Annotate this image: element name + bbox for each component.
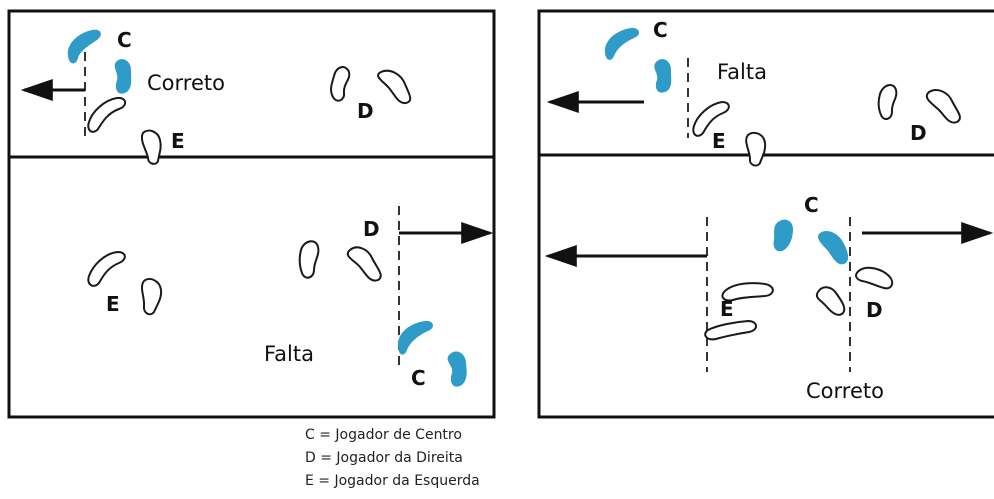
panel-bottom-right: C D E Correto xyxy=(544,193,994,403)
center-player-footprint-icon xyxy=(67,29,101,64)
left-player-footprint-icon xyxy=(721,282,774,302)
center-player-footprint-icon xyxy=(604,27,640,60)
panel-top-right: C Falta E D xyxy=(546,18,961,167)
status-label: Correto xyxy=(806,379,884,403)
right-court-border xyxy=(537,9,994,419)
right-player-label: D xyxy=(357,99,374,123)
right-player-footprint-icon xyxy=(377,69,412,105)
center-player-footprint-icon xyxy=(818,231,849,265)
center-player-footprint-icon xyxy=(773,219,793,252)
legend-item-left: E = Jogador da Esquerda xyxy=(305,473,480,489)
status-label: Correto xyxy=(147,71,225,95)
center-player-footprint-icon xyxy=(114,59,132,94)
status-label: Falta xyxy=(264,342,314,366)
legend-item-center: C = Jogador de Centro xyxy=(305,427,462,443)
left-player-footprint-icon xyxy=(745,131,767,167)
panel-bottom-left: D E Falta C xyxy=(87,206,494,390)
right-player-label: D xyxy=(866,298,883,322)
right-player-footprint-icon xyxy=(877,84,898,120)
legend-item-right: D = Jogador da Direita xyxy=(305,450,463,466)
center-player-label: C xyxy=(117,28,132,52)
left-player-footprint-icon xyxy=(704,319,757,341)
right-player-footprint-icon xyxy=(925,89,961,124)
right-player-label: D xyxy=(363,217,380,241)
right-player-footprint-icon xyxy=(815,286,846,316)
center-player-label: C xyxy=(653,18,668,42)
left-player-label: E xyxy=(171,129,185,153)
center-player-footprint-icon xyxy=(654,59,672,93)
left-court: C Correto D E D E Falta C xyxy=(7,9,496,419)
right-player-footprint-icon xyxy=(298,240,320,279)
left-player-footprint-icon xyxy=(692,100,730,137)
right-player-footprint-icon xyxy=(855,266,894,290)
left-player-footprint-icon xyxy=(140,129,162,165)
center-player-footprint-icon xyxy=(397,320,434,355)
left-player-label: E xyxy=(106,292,120,316)
center-player-label: C xyxy=(411,366,426,390)
right-player-footprint-icon xyxy=(346,246,382,282)
left-player-label: E xyxy=(712,129,726,153)
status-label: Falta xyxy=(717,60,767,84)
left-player-footprint-icon xyxy=(87,250,126,287)
right-player-footprint-icon xyxy=(330,66,351,102)
left-player-footprint-icon xyxy=(87,96,127,133)
right-player-label: D xyxy=(910,121,927,145)
left-player-footprint-icon xyxy=(141,278,163,316)
center-player-footprint-icon xyxy=(447,351,467,387)
panel-top-left: C Correto D E xyxy=(20,28,412,165)
left-player-label: E xyxy=(720,297,734,321)
legend: C = Jogador de Centro D = Jogador da Dir… xyxy=(305,424,480,493)
center-player-label: C xyxy=(804,193,819,217)
left-court-border xyxy=(7,9,496,419)
right-court: C Falta E D C D E Correto xyxy=(537,9,994,419)
